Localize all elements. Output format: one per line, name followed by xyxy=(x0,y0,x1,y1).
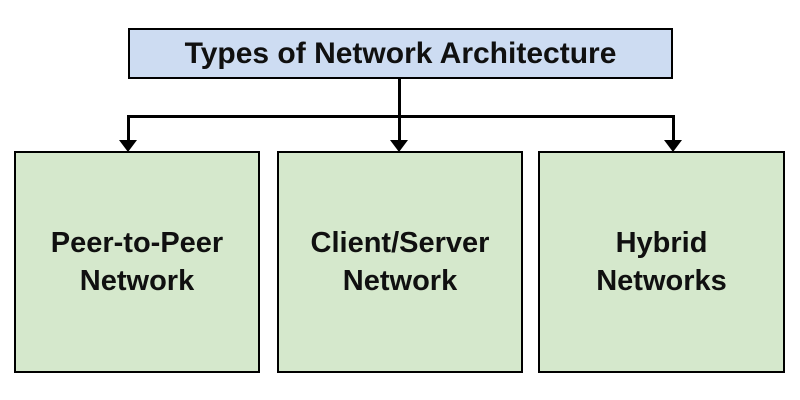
node-label: Peer-to-Peer Network xyxy=(50,227,224,297)
connector-drop-center xyxy=(398,115,401,142)
connector-stem xyxy=(398,79,401,118)
node-label: Hybrid Networks xyxy=(596,227,727,297)
arrowhead-center-icon xyxy=(390,140,408,152)
root-node-types-of-network-architecture: Types of Network Architecture xyxy=(128,28,673,79)
arrowhead-left-icon xyxy=(119,140,137,152)
root-node-label: Types of Network Architecture xyxy=(184,36,617,70)
connector-drop-right xyxy=(672,115,675,142)
node-client-server-network: Client/Server Network xyxy=(277,151,523,373)
node-peer-to-peer-network: Peer-to-Peer Network xyxy=(14,151,260,373)
arrowhead-right-icon xyxy=(664,140,682,152)
connector-rail xyxy=(127,115,675,118)
node-hybrid-networks: Hybrid Networks xyxy=(538,151,785,373)
node-label: Client/Server Network xyxy=(310,227,490,297)
connector-drop-left xyxy=(127,115,130,142)
